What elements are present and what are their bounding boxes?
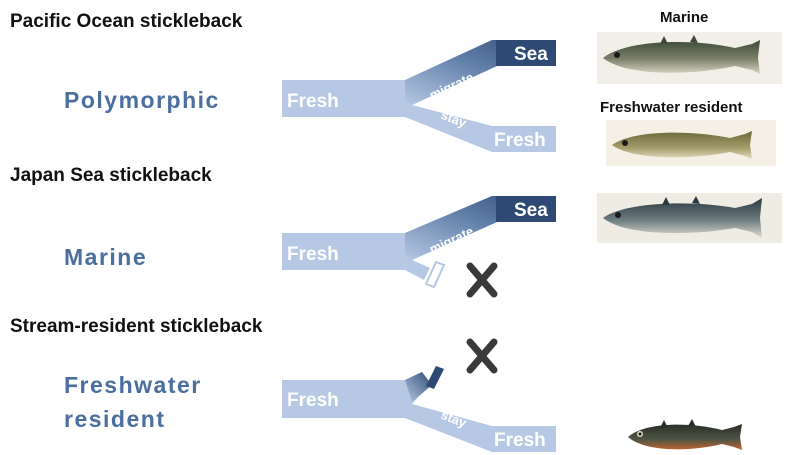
morph-label-line-2: resident — [64, 406, 165, 432]
morph-label: Polymorphic — [64, 87, 220, 113]
section-title: Japan Sea stickleback — [10, 165, 212, 186]
photo-column: Marine Freshwater resident — [597, 9, 782, 450]
morph-label-line-1: Freshwater — [64, 372, 202, 398]
sea-channel — [496, 196, 556, 222]
migrate-branch-stub — [405, 372, 432, 402]
stem-label: Fresh — [287, 244, 339, 265]
barrier-icon — [424, 260, 446, 289]
blocked-x-icon — [466, 338, 498, 374]
morph-label: Marine — [64, 244, 147, 270]
section-title: Pacific Ocean stickleback — [10, 11, 243, 32]
sea-label: Sea — [514, 44, 548, 65]
blocked-x-icon — [466, 262, 498, 298]
photo-caption-freshwater-resident: Freshwater resident — [600, 99, 743, 116]
section-pacific-ocean: Pacific Ocean stickleback Polymorphic Fr… — [10, 11, 556, 152]
fresh-destination-label: Fresh — [494, 130, 546, 151]
sea-label: Sea — [514, 200, 548, 221]
barrier-icon — [426, 366, 444, 389]
sea-channel — [496, 40, 556, 66]
section-japan-sea: Japan Sea stickleback Marine Fresh migra… — [10, 165, 556, 298]
section-title: Stream-resident stickleback — [10, 316, 263, 337]
section-stream-resident: Stream-resident stickleback Freshwater r… — [10, 316, 556, 452]
marine-fish-photo — [597, 32, 782, 84]
freshwater-resident-fish-photo — [606, 120, 776, 166]
fresh-channel — [282, 372, 556, 452]
photo-caption-marine: Marine — [660, 9, 708, 26]
fresh-destination-label: Fresh — [494, 430, 546, 451]
stream-resident-fish-photo — [628, 419, 742, 450]
stem-label: Fresh — [287, 390, 339, 411]
japan-sea-fish-photo — [597, 193, 782, 243]
stem-label: Fresh — [287, 91, 339, 112]
